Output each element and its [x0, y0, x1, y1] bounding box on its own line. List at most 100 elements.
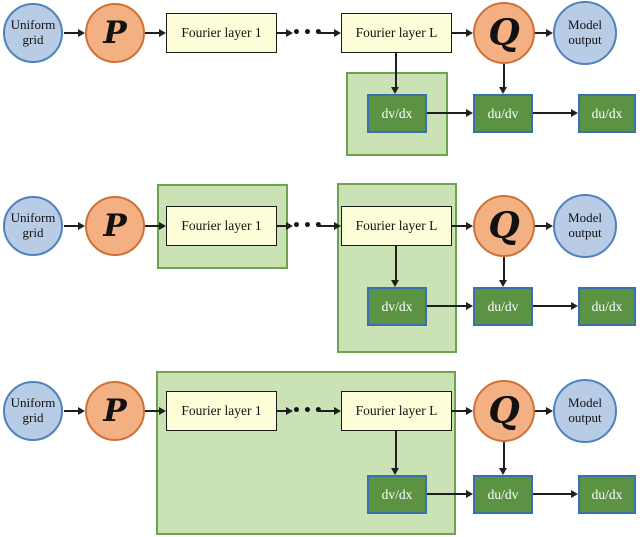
arrow-line: [318, 32, 334, 34]
model-output-node: Model output: [553, 194, 617, 258]
arrow-down-icon: [391, 280, 399, 287]
dudx-label: du/dx: [591, 486, 623, 502]
arrow-line: [64, 225, 79, 227]
arrow-down-icon: [499, 280, 507, 287]
projection-operator-label: Q: [488, 12, 520, 54]
arrow-down-icon: [499, 87, 507, 94]
lifting-operator-node: P: [85, 3, 145, 63]
dudx-label: du/dx: [591, 105, 623, 121]
ellipsis-dots: •••: [292, 403, 325, 419]
fourier-layer-1-label: Fourier layer 1: [181, 218, 262, 233]
arrow-line: [535, 410, 546, 412]
arrow-line: [277, 225, 287, 227]
dudv-node: du/dv: [473, 287, 533, 326]
fourier-layer-L-label: Fourier layer L: [355, 25, 438, 40]
fourier-layer-L-node: Fourier layer L: [341, 206, 452, 246]
dvdx-label: dv/dx: [381, 486, 413, 502]
ellipsis-dots: •••: [292, 25, 325, 41]
dudv-label: du/dv: [487, 105, 519, 121]
arrow-down-icon: [391, 468, 399, 475]
uniform-grid-label-line1: Uniform: [10, 210, 56, 226]
projection-operator-label: Q: [488, 205, 520, 247]
arrow-right-icon: [286, 29, 293, 37]
arrow-line: [277, 32, 287, 34]
arrow-line: [427, 112, 466, 114]
fourier-layer-L-label: Fourier layer L: [355, 403, 438, 418]
model-output-node: Model output: [553, 379, 617, 443]
arrow-right-icon: [546, 222, 553, 230]
arrow-right-icon: [159, 29, 166, 37]
fourier-layer-1-node: Fourier layer 1: [166, 391, 277, 431]
uniform-grid-label-line1: Uniform: [10, 17, 56, 33]
projection-operator-node: Q: [473, 2, 535, 64]
fourier-layer-L-node: Fourier layer L: [341, 391, 452, 431]
arrow-right-icon: [546, 407, 553, 415]
lifting-operator-label: P: [103, 15, 127, 51]
dvdx-node: dv/dx: [367, 94, 427, 133]
projection-operator-node: Q: [473, 380, 535, 442]
arrow-line: [452, 225, 466, 227]
arrow-line: [533, 305, 571, 307]
lifting-operator-label: P: [103, 208, 127, 244]
dudv-node: du/dv: [473, 475, 533, 514]
lifting-operator-node: P: [85, 381, 145, 441]
arrow-line: [318, 410, 334, 412]
model-output-label-line2: output: [568, 225, 602, 240]
arrow-line: [533, 493, 571, 495]
arrow-line: [452, 410, 466, 412]
arrow-line: [535, 32, 546, 34]
dudx-node: du/dx: [578, 475, 636, 514]
arrow-right-icon: [466, 29, 473, 37]
arrow-line: [318, 225, 334, 227]
model-output-label-line1: Model: [568, 395, 602, 411]
uniform-grid-node: Uniform grid: [3, 196, 63, 256]
arrow-line: [503, 257, 505, 280]
uniform-grid-label-line2: grid: [22, 32, 44, 47]
arrow-right-icon: [159, 222, 166, 230]
arrow-line: [145, 225, 160, 227]
dudv-label: du/dv: [487, 486, 519, 502]
dudx-label: du/dx: [591, 298, 623, 314]
arrow-right-icon: [571, 302, 578, 310]
dudx-node: du/dx: [578, 94, 636, 133]
model-output-node: Model output: [553, 1, 617, 65]
arrow-right-icon: [466, 302, 473, 310]
arrow-line: [395, 53, 397, 87]
uniform-grid-node: Uniform grid: [3, 3, 63, 63]
arrow-line: [503, 442, 505, 468]
dudv-label: du/dv: [487, 298, 519, 314]
fourier-layer-1-node: Fourier layer 1: [166, 13, 277, 53]
uniform-grid-label-line2: grid: [22, 225, 44, 240]
arrow-right-icon: [78, 222, 85, 230]
arrow-right-icon: [78, 407, 85, 415]
projection-operator-label: Q: [488, 390, 520, 432]
dvdx-node: dv/dx: [367, 475, 427, 514]
arrow-line: [395, 246, 397, 280]
arrow-down-icon: [499, 468, 507, 475]
ellipsis-dots: •••: [292, 218, 325, 234]
arrow-down-icon: [391, 87, 399, 94]
arrow-right-icon: [78, 29, 85, 37]
fourier-layer-1-label: Fourier layer 1: [181, 25, 262, 40]
arrow-line: [64, 410, 79, 412]
arrow-right-icon: [334, 29, 341, 37]
uniform-grid-label-line1: Uniform: [10, 395, 56, 411]
arrow-line: [145, 32, 160, 34]
model-output-label-line2: output: [568, 410, 602, 425]
dvdx-node: dv/dx: [367, 287, 427, 326]
lifting-operator-node: P: [85, 196, 145, 256]
arrow-right-icon: [159, 407, 166, 415]
arrow-line: [145, 410, 160, 412]
arrow-line: [452, 32, 466, 34]
fourier-layer-1-node: Fourier layer 1: [166, 206, 277, 246]
arrow-right-icon: [571, 109, 578, 117]
projection-operator-node: Q: [473, 195, 535, 257]
arrow-right-icon: [286, 407, 293, 415]
dudv-node: du/dv: [473, 94, 533, 133]
arrow-right-icon: [286, 222, 293, 230]
model-output-label-line1: Model: [568, 17, 602, 33]
arrow-line: [535, 225, 546, 227]
lifting-operator-label: P: [103, 393, 127, 429]
arrow-line: [503, 64, 505, 87]
